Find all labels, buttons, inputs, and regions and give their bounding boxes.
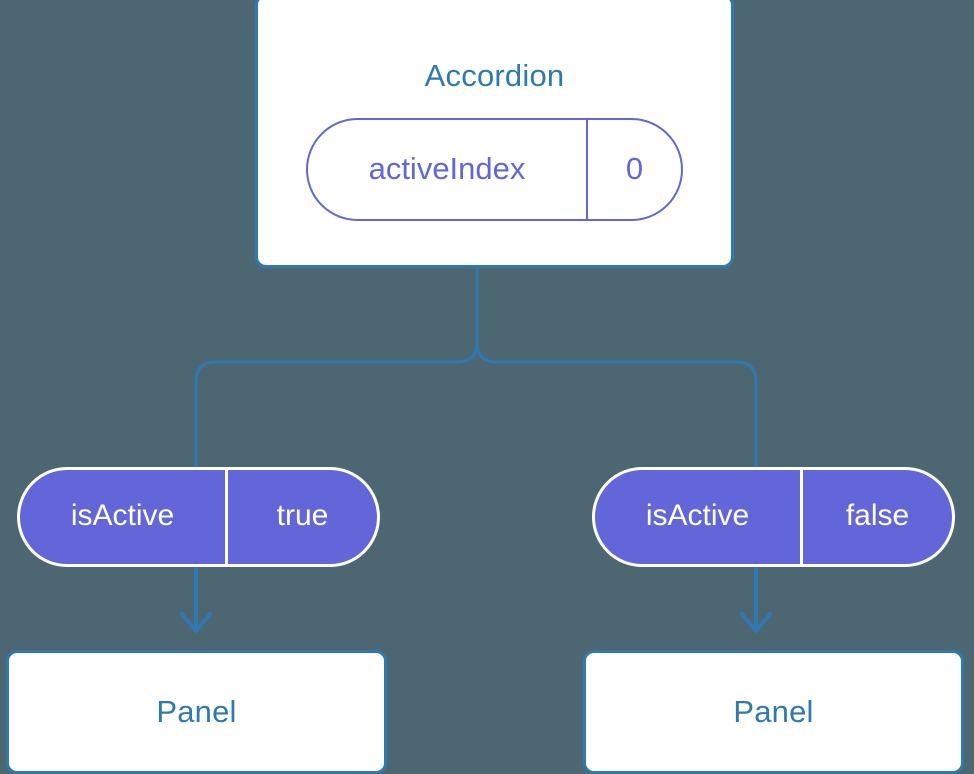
connector-fork-to-props [194, 265, 479, 470]
panel-node-title: Panel [733, 693, 814, 729]
prop-pill-value: true [276, 498, 329, 532]
panel-component-node-right[interactable]: Panel [583, 650, 964, 774]
prop-pill-key: isActive [595, 470, 803, 564]
arrowhead-right-icon [740, 612, 772, 633]
accordion-node-title: Accordion [424, 58, 565, 93]
panel-component-node-left[interactable]: Panel [6, 650, 387, 774]
panel-node-title: Panel [156, 693, 237, 729]
connector-fork-to-props-right [475, 265, 758, 470]
prop-pill-is-active-true[interactable]: isActive true [17, 467, 380, 567]
prop-pill-is-active-false[interactable]: isActive false [592, 467, 955, 567]
state-pill-value: 0 [625, 150, 644, 186]
arrowhead-left-icon [180, 612, 212, 633]
prop-pill-key: isActive [20, 470, 228, 564]
prop-pill-value: false [845, 498, 910, 532]
state-pill-active-index[interactable]: activeIndex 0 [306, 118, 683, 221]
state-pill-key: activeIndex [308, 120, 588, 219]
